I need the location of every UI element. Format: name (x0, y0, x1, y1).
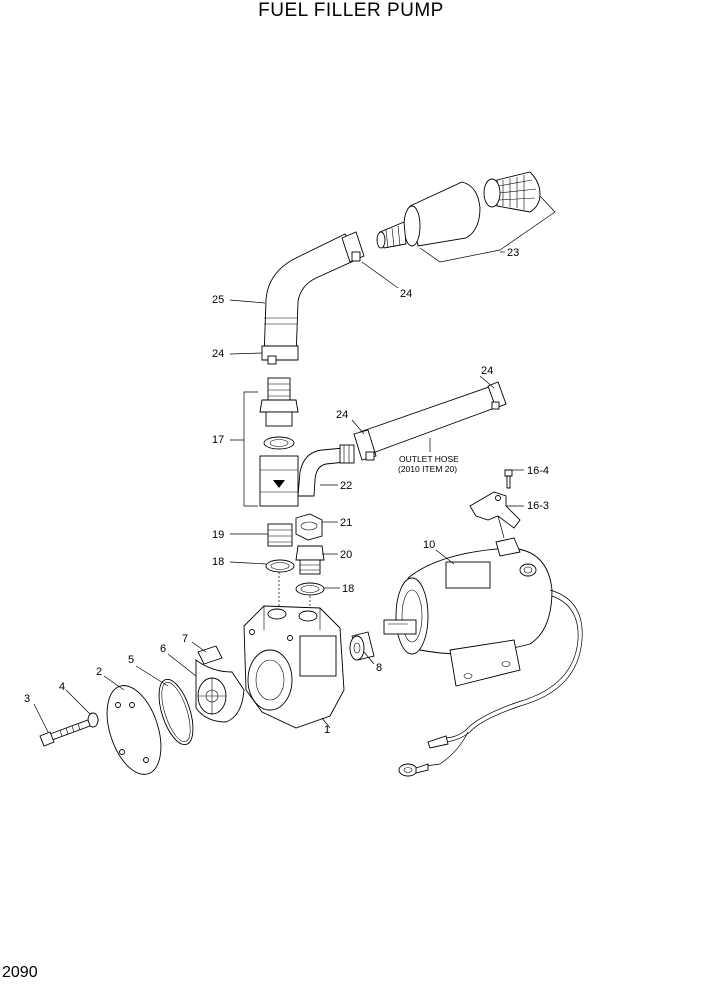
motor-cable (398, 589, 583, 777)
callout-8: 8 (376, 662, 382, 674)
callout-23: 23 (507, 247, 519, 259)
callout-19: 19 (212, 529, 224, 541)
callout-6: 6 (160, 643, 166, 655)
inlet-hose (261, 231, 365, 365)
elbow-fitting (297, 444, 355, 497)
adapter-parts (265, 513, 325, 596)
impeller (195, 645, 245, 723)
page-title: FUEL FILLER PUMP (258, 0, 444, 21)
callout-17: 17 (212, 434, 224, 446)
callout-16-4: 16-4 (527, 465, 549, 477)
o-ring (158, 678, 194, 746)
screw (504, 469, 513, 489)
callout-16-3: 16-3 (527, 500, 549, 512)
callout-20: 20 (340, 549, 352, 561)
strainer-assembly (376, 171, 541, 249)
pump-body (243, 605, 345, 729)
outlet-hose (353, 381, 507, 461)
callout-24: 24 (400, 288, 412, 300)
callout-21: 21 (340, 517, 352, 529)
callout-24: 24 (336, 409, 348, 421)
callout-7: 7 (182, 633, 188, 645)
callout-3: 3 (24, 693, 30, 705)
electric-motor (383, 537, 553, 687)
callout-5: 5 (128, 654, 134, 666)
callout-18: 18 (342, 583, 354, 595)
bracket (469, 491, 521, 539)
page-number: 2090 (2, 964, 38, 981)
callout-22: 22 (340, 480, 352, 492)
callout-1: 1 (324, 724, 330, 736)
callout-25: 25 (212, 294, 224, 306)
coupling (349, 631, 375, 661)
fitting-stack (230, 377, 299, 507)
callout-10: 10 (423, 539, 435, 551)
bolt (39, 719, 91, 747)
callout-4: 4 (59, 681, 65, 693)
outlet-hose-note-line1: OUTLET HOSE (399, 454, 459, 464)
callout-18: 18 (212, 556, 224, 568)
callout-2: 2 (96, 666, 102, 678)
pump-cover (106, 685, 162, 775)
callout-24: 24 (481, 365, 493, 377)
callout-24: 24 (212, 348, 224, 360)
outlet-hose-note-line2: (2010 ITEM 20) (398, 464, 457, 474)
